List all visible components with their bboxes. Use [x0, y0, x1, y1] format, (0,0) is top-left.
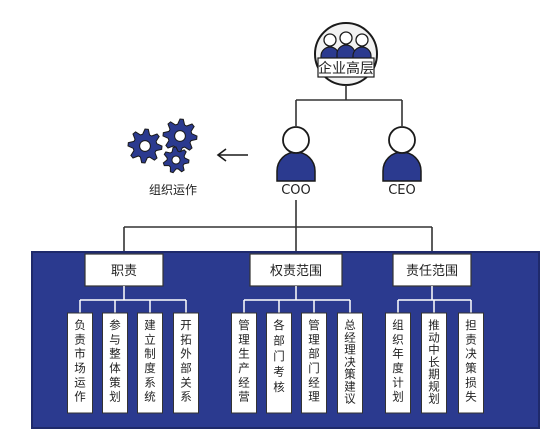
item-box	[137, 312, 163, 414]
category-header-label: 权责范围	[270, 263, 322, 279]
responsibility-item: 组织年度计划	[385, 312, 411, 414]
responsibility-item: 管理生产经营	[231, 312, 257, 414]
item-box	[67, 312, 93, 414]
gear-hub	[174, 130, 186, 142]
item-label: 担责决策损失	[465, 318, 477, 404]
executive-node-ceo: CEO	[382, 126, 422, 198]
item-box	[231, 312, 257, 414]
person-body	[276, 151, 316, 182]
person-body	[382, 151, 422, 182]
item-label: 参与整体策划	[109, 318, 121, 404]
gear-hub	[171, 155, 181, 165]
item-label: 管理部门经理	[308, 318, 320, 404]
top-node-label-box	[317, 57, 375, 78]
group-person-head	[355, 33, 369, 47]
item-box	[337, 312, 363, 414]
executive-label: CEO	[388, 183, 416, 198]
group-person-head	[339, 31, 353, 45]
item-box	[266, 312, 292, 414]
arrow-head	[216, 148, 227, 162]
category-header-label: 职责	[111, 264, 137, 279]
top-management-node: 企业高层	[314, 22, 378, 86]
item-box	[102, 312, 128, 414]
responsibility-item: 担责决策损失	[458, 312, 484, 414]
top-node-label: 企业高层	[318, 60, 374, 77]
responsibility-item: 各部门考核	[266, 312, 292, 414]
item-label: 各部门考核	[273, 318, 285, 394]
organization-operation: 组织运作	[127, 118, 248, 197]
responsibility-item: 推动中长期规划	[421, 312, 447, 414]
item-box	[385, 312, 411, 414]
item-box	[301, 312, 327, 414]
responsibility-item: 参与整体策划	[102, 312, 128, 414]
left-arrow-icon	[216, 148, 248, 162]
item-label: 开拓外部关系	[180, 318, 192, 404]
item-box	[458, 312, 484, 414]
item-box	[421, 312, 447, 414]
category-header-label: 责任范围	[406, 264, 458, 279]
organization-label: 组织运作	[149, 183, 197, 197]
item-label: 总经理决策建议	[344, 318, 356, 406]
responsibility-item: 负责市场运作	[67, 312, 93, 414]
item-label: 建立制度系统	[144, 318, 156, 404]
responsibility-item: 总经理决策建议	[337, 312, 363, 414]
executive-node-coo: COO	[276, 126, 316, 198]
gears-icon	[127, 118, 198, 174]
category-header-box	[84, 253, 164, 287]
item-label: 推动中长期规划	[428, 318, 440, 406]
item-label: 组织年度计划	[392, 318, 404, 404]
person-icon	[382, 126, 422, 182]
executive-label: COO	[281, 183, 311, 198]
person-head	[388, 126, 416, 154]
responsibility-item: 开拓外部关系	[173, 312, 199, 414]
gear-hub	[139, 140, 151, 152]
item-label: 负责市场运作	[74, 318, 86, 404]
person-icon	[276, 126, 316, 182]
person-head	[282, 126, 310, 154]
item-box	[173, 312, 199, 414]
item-label: 管理生产经营	[238, 318, 250, 404]
responsibility-item: 管理部门经理	[301, 312, 327, 414]
responsibility-item: 建立制度系统	[137, 312, 163, 414]
group-person-head	[323, 33, 337, 47]
